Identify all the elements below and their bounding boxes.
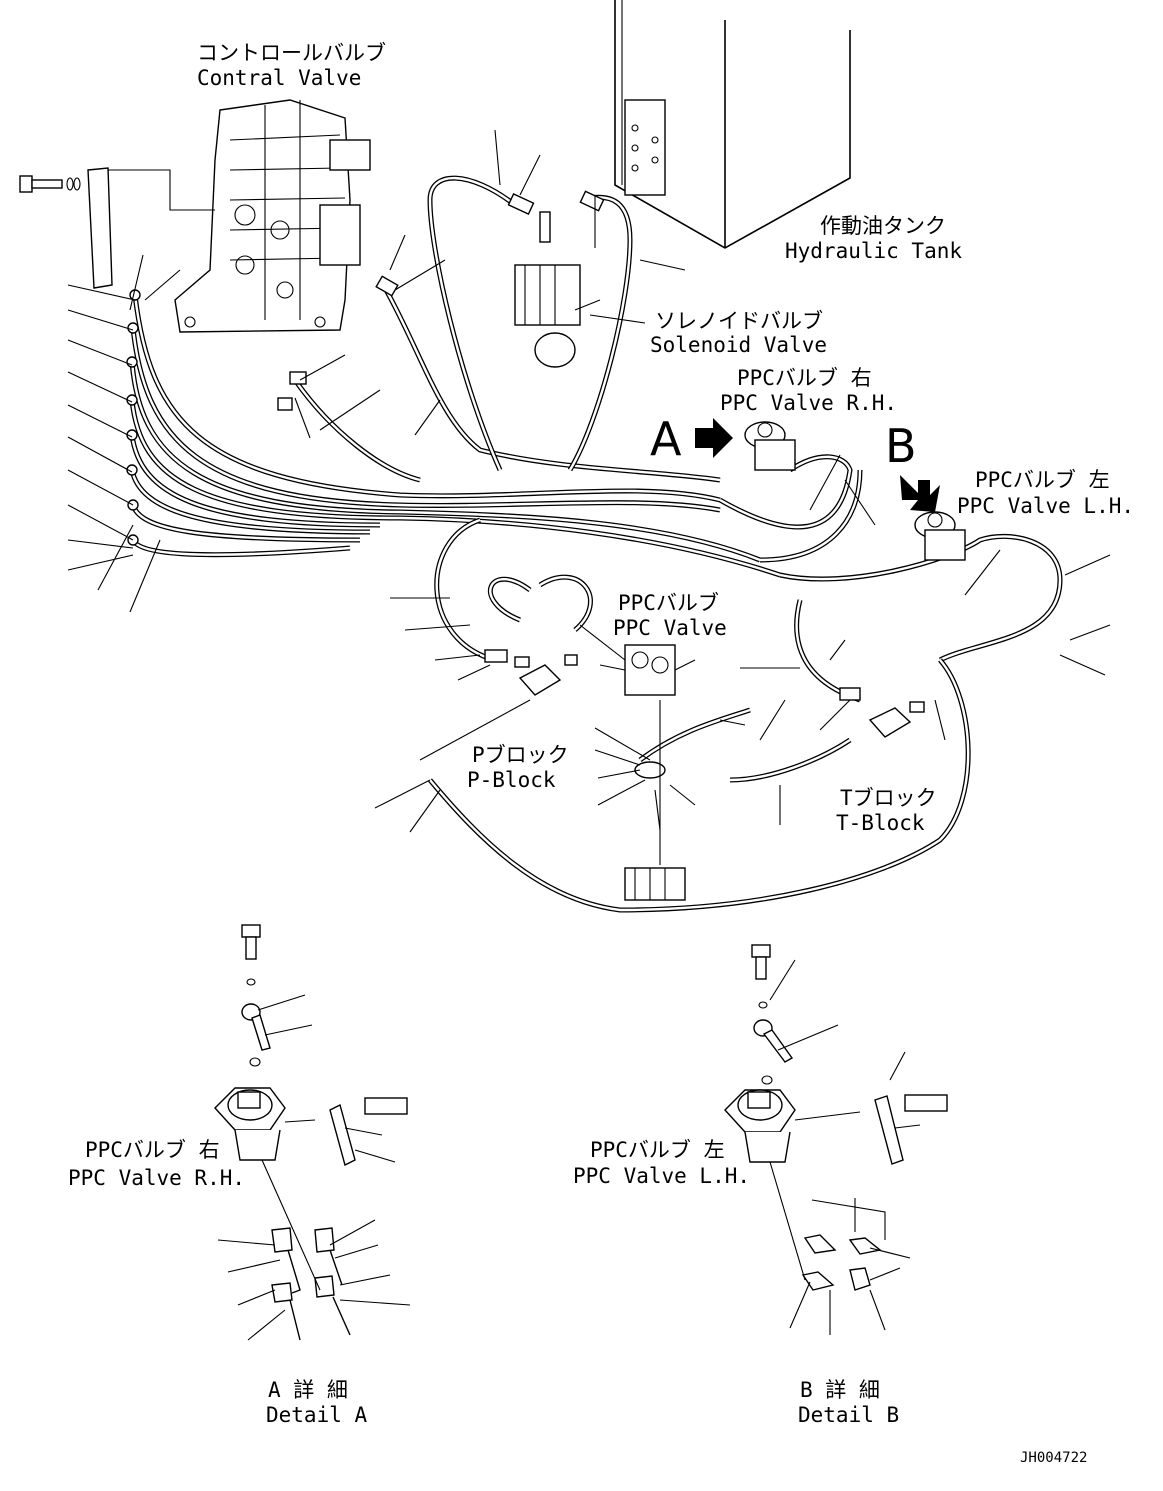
detail-a-label-en: Detail A <box>266 1403 368 1427</box>
bolt-and-plate-drawing <box>19 167 215 289</box>
detail-b-label-jp: B 詳 細 <box>800 1378 880 1402</box>
right-arrow-icon <box>695 418 733 458</box>
detail-ppc-lh-label-jp: PPCバルブ 左 <box>590 1138 725 1162</box>
solenoid-valve-label-en: Solenoid Valve <box>650 333 827 357</box>
t-block-label-jp: Tブロック <box>840 786 937 810</box>
leader-lines-main <box>67 129 1111 865</box>
hydraulic-tank-drawing <box>614 0 851 249</box>
solenoid-valve-label-jp: ソレノイドバルブ <box>655 309 823 333</box>
solenoid-valve-drawing <box>514 211 581 368</box>
ppc-rh-label-en: PPC Valve R.H. <box>720 391 897 415</box>
detail-a-label-jp: A 詳 細 <box>268 1378 348 1402</box>
control-valve-label-en: Contral Valve <box>197 66 361 90</box>
hydraulic-tank-label-jp: 作動油タンク <box>820 214 946 238</box>
p-block-label-jp: Pブロック <box>472 743 569 767</box>
p-block-drawing <box>484 649 578 696</box>
control-valve-label-jp: コントロールバルブ <box>197 41 386 65</box>
t-block-drawing <box>839 687 925 738</box>
ppc-lh-label-en: PPC Valve L.H. <box>957 494 1134 518</box>
ppc-valve-rh-drawing <box>744 421 796 471</box>
ppc-label-en: PPC Valve <box>613 616 727 640</box>
drawing-code: JH004722 <box>1020 1450 1087 1466</box>
ppc-lh-label-jp: PPCバルブ 左 <box>975 468 1110 492</box>
control-valve-drawing <box>174 99 371 333</box>
detail-ppc-rh-label-en: PPC Valve R.H. <box>68 1166 245 1190</box>
down-arrow-icon <box>900 475 940 512</box>
view-b-label: B <box>885 419 917 473</box>
detail-ppc-lh-label-en: PPC Valve L.H. <box>573 1164 750 1188</box>
ppc-rh-label-jp: PPCバルブ 右 <box>737 366 872 390</box>
bottom-manifold-drawing <box>624 867 686 901</box>
ppc-label-jp: PPCバルブ <box>618 591 719 615</box>
hose-bundle <box>129 175 1063 913</box>
detail-a-drawing <box>214 924 411 1341</box>
p-block-label-en: P-Block <box>467 768 556 792</box>
ppc-valve-lh-drawing <box>914 511 966 561</box>
ppc-valve-center-drawing <box>599 644 696 779</box>
detail-ppc-rh-label-jp: PPCバルブ 右 <box>85 1138 220 1162</box>
view-a-label: A <box>650 412 682 466</box>
t-block-label-en: T-Block <box>836 811 925 835</box>
hydraulic-tank-label-en: Hydraulic Tank <box>785 239 962 263</box>
labels: コントロールバルブ Contral Valve 作動油タンク Hydraulic… <box>68 41 1134 1466</box>
detail-b-drawing <box>724 944 948 1335</box>
detail-b-label-en: Detail B <box>798 1403 899 1427</box>
